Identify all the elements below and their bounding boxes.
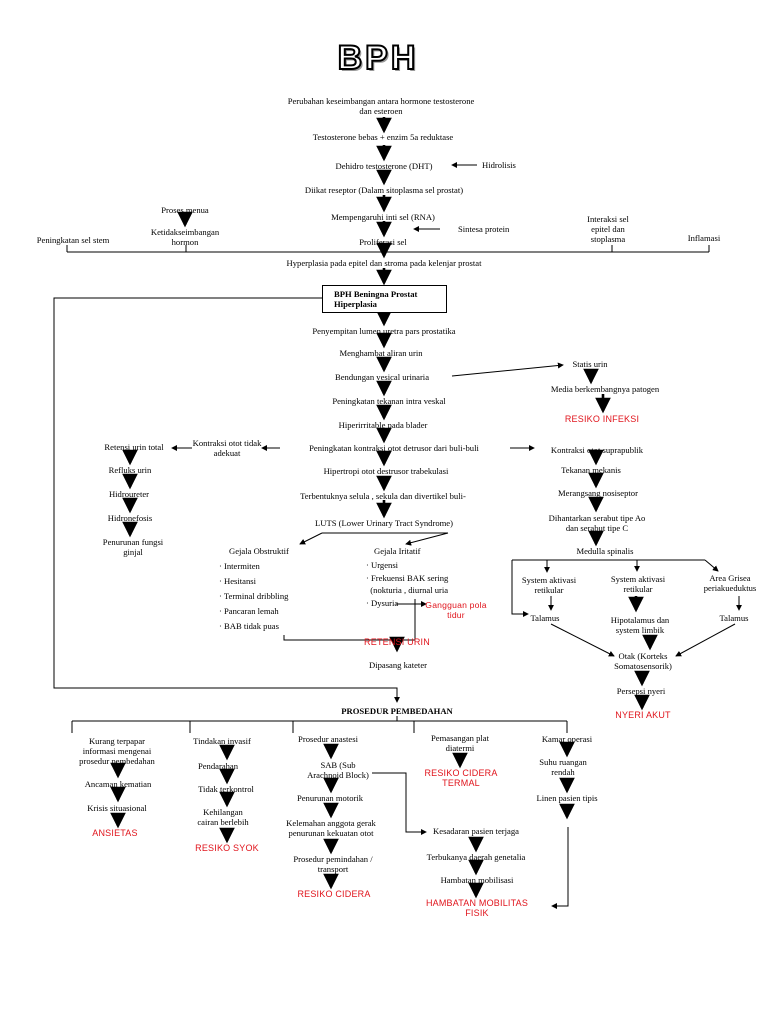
- node-hydroureter: Hidroureter: [108, 489, 150, 499]
- obstructive-title: Gejala Obstruktif: [229, 546, 289, 556]
- node-detrusor-contraction: Peningkatan kontraksi otot detrusor dari…: [309, 443, 479, 453]
- node-thin-linen: Linen pasien tipis: [536, 793, 598, 803]
- node-cell-proliferation: Proliferasi sel: [359, 237, 407, 247]
- node-death-threat: Ancaman kematian: [84, 779, 152, 789]
- node-situational-crisis: Krisis situasional: [87, 803, 147, 813]
- node-thalamus-2: Talamus: [719, 613, 749, 623]
- node-diathermy-plate: Pemasangan plat diatermi: [431, 733, 489, 753]
- node-spinal-medulla: Medulla spinalis: [576, 546, 634, 556]
- arrow-sab-kesadaran: [372, 772, 427, 835]
- node-suprapubic-contraction: Kontraksi otot suprapublik: [550, 445, 644, 455]
- node-hidrolisis: Hidrolisis: [482, 160, 516, 170]
- node-bleeding: Pendarahan: [197, 761, 239, 771]
- node-anesthesia: Prosedur anastesi: [298, 734, 358, 744]
- node-vesical-dam: Bendungan vesical urinaria: [334, 372, 430, 382]
- loop-to-surgery: [53, 297, 400, 703]
- dx-hambatan-mobilitas: HAMBATAN MOBILITAS FISIK: [425, 898, 529, 918]
- node-mobilization-barrier: Hambatan mobilisasi: [440, 875, 514, 885]
- node-patient-conscious: Kesadaran pasien terjaga: [433, 826, 519, 836]
- node-urine-stasis: Statis urin: [572, 359, 608, 369]
- dx-ansietas: ANSIETAS: [92, 828, 138, 838]
- node-thalamus-1: Talamus: [530, 613, 560, 623]
- node-nerve-fibers: Dihantarkan serabut tipe Ao dan serabut …: [548, 513, 646, 533]
- node-surgical-procedure: PROSEDUR PEMBEDAHAN: [341, 706, 453, 716]
- node-low-room-temp: Suhu ruangan rendah: [539, 757, 587, 777]
- node-reticular-system-2: System aktivasi retikular: [610, 574, 666, 594]
- node-nucleus-rna: Mempengaruhi inti sel (RNA): [331, 212, 435, 222]
- node-bph: BPH Beningna Prostat Hiperplasia: [334, 289, 418, 309]
- arrow-grisea: [704, 559, 719, 572]
- node-hyperplasia: Hyperplasia pada epitel dan stroma pada …: [286, 258, 482, 268]
- node-renal-decline: Penurunan fungsi ginjal: [102, 537, 164, 557]
- node-catheter: Dipasang kateter: [369, 660, 427, 670]
- node-nociceptor: Merangsang nosiseptor: [558, 488, 638, 498]
- dx-retensi-urin: RETENSI URIN: [364, 637, 430, 647]
- node-urethra-narrowing: Penyempitan lumen uretra pars prostatika: [312, 326, 456, 336]
- node-genital-exposed: Terbukanya daerah genetalia: [426, 852, 526, 862]
- dx-resiko-cidera-termal: RESIKO CIDERA TERMAL: [424, 768, 498, 788]
- dx-resiko-infeksi: RESIKO INFEKSI: [564, 414, 640, 424]
- arrow-iritatif: [405, 532, 449, 546]
- node-motor-decrease: Penurunan motorik: [296, 793, 364, 803]
- symptom-bracket: [283, 599, 416, 641]
- node-hyperirritable: Hiperirritable pada blader: [338, 420, 428, 430]
- node-invasive-action: Tindakan invasif: [193, 736, 251, 746]
- arrow-linen-mobilitas: [551, 827, 569, 909]
- node-operating-room: Kamar operasi: [541, 734, 593, 744]
- node-inflammation: Inflamasi: [687, 233, 721, 243]
- arrow-otak-3: [675, 623, 736, 657]
- node-protein-synthesis: Sintesa protein: [458, 224, 510, 234]
- irritative-title: Gejala Iritatif: [374, 546, 421, 556]
- node-somatosensory-cortex: Otak (Korteks Somatosensorik): [614, 651, 672, 671]
- arrow-otak-1: [550, 623, 615, 657]
- node-urine-reflux: Refluks urin: [108, 465, 152, 475]
- node-fluid-loss: Kehilangan cairan berlebih: [197, 807, 249, 827]
- node-sab: SAB (Sub Arachnoid Block): [307, 760, 369, 780]
- node-hydronephrosis: Hidronefosis: [107, 513, 153, 523]
- diagram-title: BPH: [337, 39, 419, 77]
- node-free-testosterone: Testosterone bebas + enzim 5a reduktase: [312, 132, 454, 142]
- node-diverticle: Terbentuknya selula , sekula dan diverti…: [300, 491, 466, 501]
- arrow-talamus-1-side: [511, 560, 529, 617]
- obstructive-list: · Intermiten · Hesitansi · Terminal drib…: [219, 561, 289, 631]
- node-intravesical-pressure: Peningkatan tekanan intra veskal: [332, 396, 446, 406]
- node-pain-perception: Persepsi nyeri: [616, 686, 666, 696]
- node-cell-interaction: Interaksi sel epitel dan stoplasma: [587, 214, 629, 244]
- node-mechanical-pressure: Tekanan mekanis: [561, 465, 621, 475]
- arrow-stasis: [451, 362, 564, 377]
- node-transfer-procedure: Prosedur pemindahan / transport: [293, 854, 373, 874]
- node-total-retention: Retensi urin total: [104, 442, 164, 452]
- dx-resiko-cidera: RESIKO CIDERA: [297, 889, 371, 899]
- node-hormone-imbalance-2: Ketidakseimbangan hormon: [150, 227, 220, 247]
- node-lack-info: Kurang terpapar informasi mengenai prose…: [79, 736, 155, 766]
- dx-resiko-syok: RESIKO SYOK: [195, 843, 259, 853]
- arrow-obstruktif: [299, 532, 323, 545]
- node-limb-weakness: Kelemahan anggota gerak penurunan kekuat…: [286, 818, 376, 838]
- node-hypothalamus-limbic: Hipotalamus dan system limbik: [610, 615, 670, 635]
- node-luts: LUTS (Lower Urinary Tract Syndrome): [315, 518, 453, 528]
- node-stem-cell-increase: Peningkatan sel stem: [36, 235, 110, 245]
- bph-box: [322, 285, 447, 313]
- node-detrusor-hypertrophy: Hipertropi otot destrusor trabekulasi: [323, 466, 449, 476]
- node-urine-flow-blocked: Menghambat aliran urin: [339, 348, 423, 358]
- dx-nyeri-akut: NYERI AKUT: [615, 710, 671, 720]
- node-dht: Dehidro testosterone (DHT): [335, 161, 433, 171]
- node-hormone-imbalance: Perubahan keseimbangan antara hormone te…: [287, 96, 475, 116]
- node-uncontrolled: Tidak terkontrol: [198, 784, 254, 794]
- node-pathogen-media: Media berkembangnya patogen: [550, 384, 660, 394]
- node-inadequate-contraction: Kontraksi otot tidak adekuat: [192, 438, 262, 458]
- node-reticular-system-1: System aktivasi retikular: [521, 575, 577, 595]
- node-aging-process: Proses menua: [161, 205, 209, 215]
- dx-gangguan-pola-tidur: Gangguan pola tidur: [425, 600, 487, 620]
- node-receptor-bound: Diikat reseptor (Dalam sitoplasma sel pr…: [304, 185, 464, 195]
- irritative-list: · Urgensi · Frekuensi BAK sering (noktur…: [366, 560, 449, 608]
- node-grey-area: Area Grisea periakueduktus: [703, 573, 757, 593]
